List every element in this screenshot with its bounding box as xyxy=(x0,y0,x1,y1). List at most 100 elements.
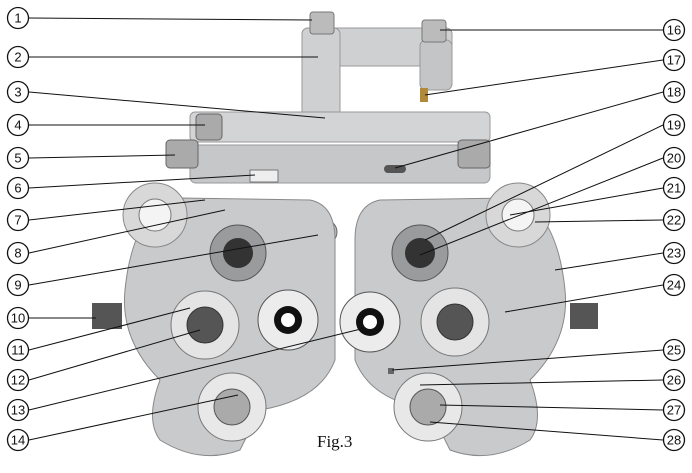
leader-line xyxy=(28,329,201,381)
callout-number: 23 xyxy=(667,246,681,261)
knob-1 xyxy=(309,11,335,35)
callout-number: 25 xyxy=(667,343,681,358)
callout-circle xyxy=(6,398,30,422)
callout-circle xyxy=(662,241,686,265)
leader-line xyxy=(28,199,206,221)
callout-6: 6 xyxy=(6,174,256,200)
callout-circle xyxy=(662,428,686,452)
callout-circle xyxy=(662,208,686,232)
leader-line xyxy=(28,209,226,254)
callout-circle xyxy=(6,306,30,330)
callout-25: 25 xyxy=(391,338,686,371)
callout-circle xyxy=(6,338,30,362)
callout-number: 26 xyxy=(667,373,681,388)
leader-line xyxy=(439,404,664,411)
callout-number: 1 xyxy=(14,11,21,26)
callout-20: 20 xyxy=(419,146,686,256)
callout-number: 16 xyxy=(667,23,681,38)
callout-28: 28 xyxy=(429,421,686,452)
callout-circle xyxy=(6,113,30,137)
callout-circle xyxy=(662,338,686,362)
callout-circle xyxy=(6,80,30,104)
callout-circle xyxy=(662,176,686,200)
callout-3: 3 xyxy=(6,80,326,119)
callout-number: 3 xyxy=(14,85,21,100)
callout-11: 11 xyxy=(6,307,191,362)
callout-2: 2 xyxy=(6,45,318,69)
leader-line xyxy=(509,187,664,216)
figure-caption: Fig.3 xyxy=(317,432,353,451)
leader-line xyxy=(28,154,176,159)
callout-number: 27 xyxy=(667,403,681,418)
leader-line xyxy=(429,421,664,441)
callout-number: 18 xyxy=(667,85,681,100)
callout-circle xyxy=(6,6,30,30)
callout-circle xyxy=(6,146,30,170)
callout-number: 2 xyxy=(14,50,21,65)
callout-1: 1 xyxy=(6,6,313,30)
leader-line xyxy=(394,91,664,169)
callout-number: 10 xyxy=(11,311,25,326)
leader-line xyxy=(391,349,664,371)
callout-24: 24 xyxy=(504,273,686,313)
callout-number: 5 xyxy=(14,151,21,166)
callout-number: 4 xyxy=(14,118,21,133)
callout-number: 24 xyxy=(667,278,681,293)
callout-number: 14 xyxy=(11,433,25,448)
callout-number: 11 xyxy=(11,343,25,358)
knob-16 xyxy=(421,19,447,43)
callout-18: 18 xyxy=(394,80,686,169)
callout-number: 21 xyxy=(667,181,681,196)
callout-circle xyxy=(662,146,686,170)
leader-line xyxy=(28,234,319,286)
leader-line xyxy=(28,91,326,119)
callout-circle xyxy=(662,368,686,392)
callout-number: 12 xyxy=(11,373,25,388)
callout-7: 7 xyxy=(6,199,206,232)
leader-line xyxy=(28,394,239,441)
callout-26: 26 xyxy=(419,368,686,392)
callout-17: 17 xyxy=(424,48,686,96)
callout-circle xyxy=(662,273,686,297)
callout-circle xyxy=(662,80,686,104)
callout-4: 4 xyxy=(6,113,205,137)
callout-circle xyxy=(6,176,30,200)
callout-13: 13 xyxy=(6,327,366,422)
callout-circle xyxy=(6,428,30,452)
callout-22: 22 xyxy=(534,208,686,232)
callout-number: 7 xyxy=(14,213,21,228)
leader-line xyxy=(424,59,664,96)
callout-10: 10 xyxy=(6,306,96,330)
phoropter-illustration xyxy=(92,11,598,457)
callout-number: 9 xyxy=(14,278,21,293)
callout-16: 16 xyxy=(440,18,686,42)
callout-27: 27 xyxy=(439,398,686,422)
leader-line xyxy=(28,327,366,411)
callout-12: 12 xyxy=(6,329,201,392)
callout-circle xyxy=(6,368,30,392)
leader-line xyxy=(28,174,256,189)
leader-line xyxy=(419,379,664,386)
leader-line xyxy=(424,124,664,241)
callout-number: 17 xyxy=(667,53,681,68)
callout-circle xyxy=(6,45,30,69)
callout-number: 28 xyxy=(667,433,681,448)
callout-23: 23 xyxy=(554,241,686,271)
callout-number: 22 xyxy=(667,213,681,228)
leader-line xyxy=(504,284,664,313)
callout-number: 13 xyxy=(11,403,25,418)
callout-circle xyxy=(662,48,686,72)
callout-9: 9 xyxy=(6,234,319,297)
callout-14: 14 xyxy=(6,394,239,452)
leader-line xyxy=(419,157,664,256)
leader-line xyxy=(554,252,664,271)
leader-line xyxy=(534,219,664,223)
callout-circle xyxy=(662,398,686,422)
callout-5: 5 xyxy=(6,146,176,170)
callout-circle xyxy=(6,241,30,265)
callout-circle xyxy=(6,273,30,297)
callout-circle xyxy=(662,18,686,42)
callout-number: 6 xyxy=(14,181,21,196)
callout-21: 21 xyxy=(509,176,686,216)
